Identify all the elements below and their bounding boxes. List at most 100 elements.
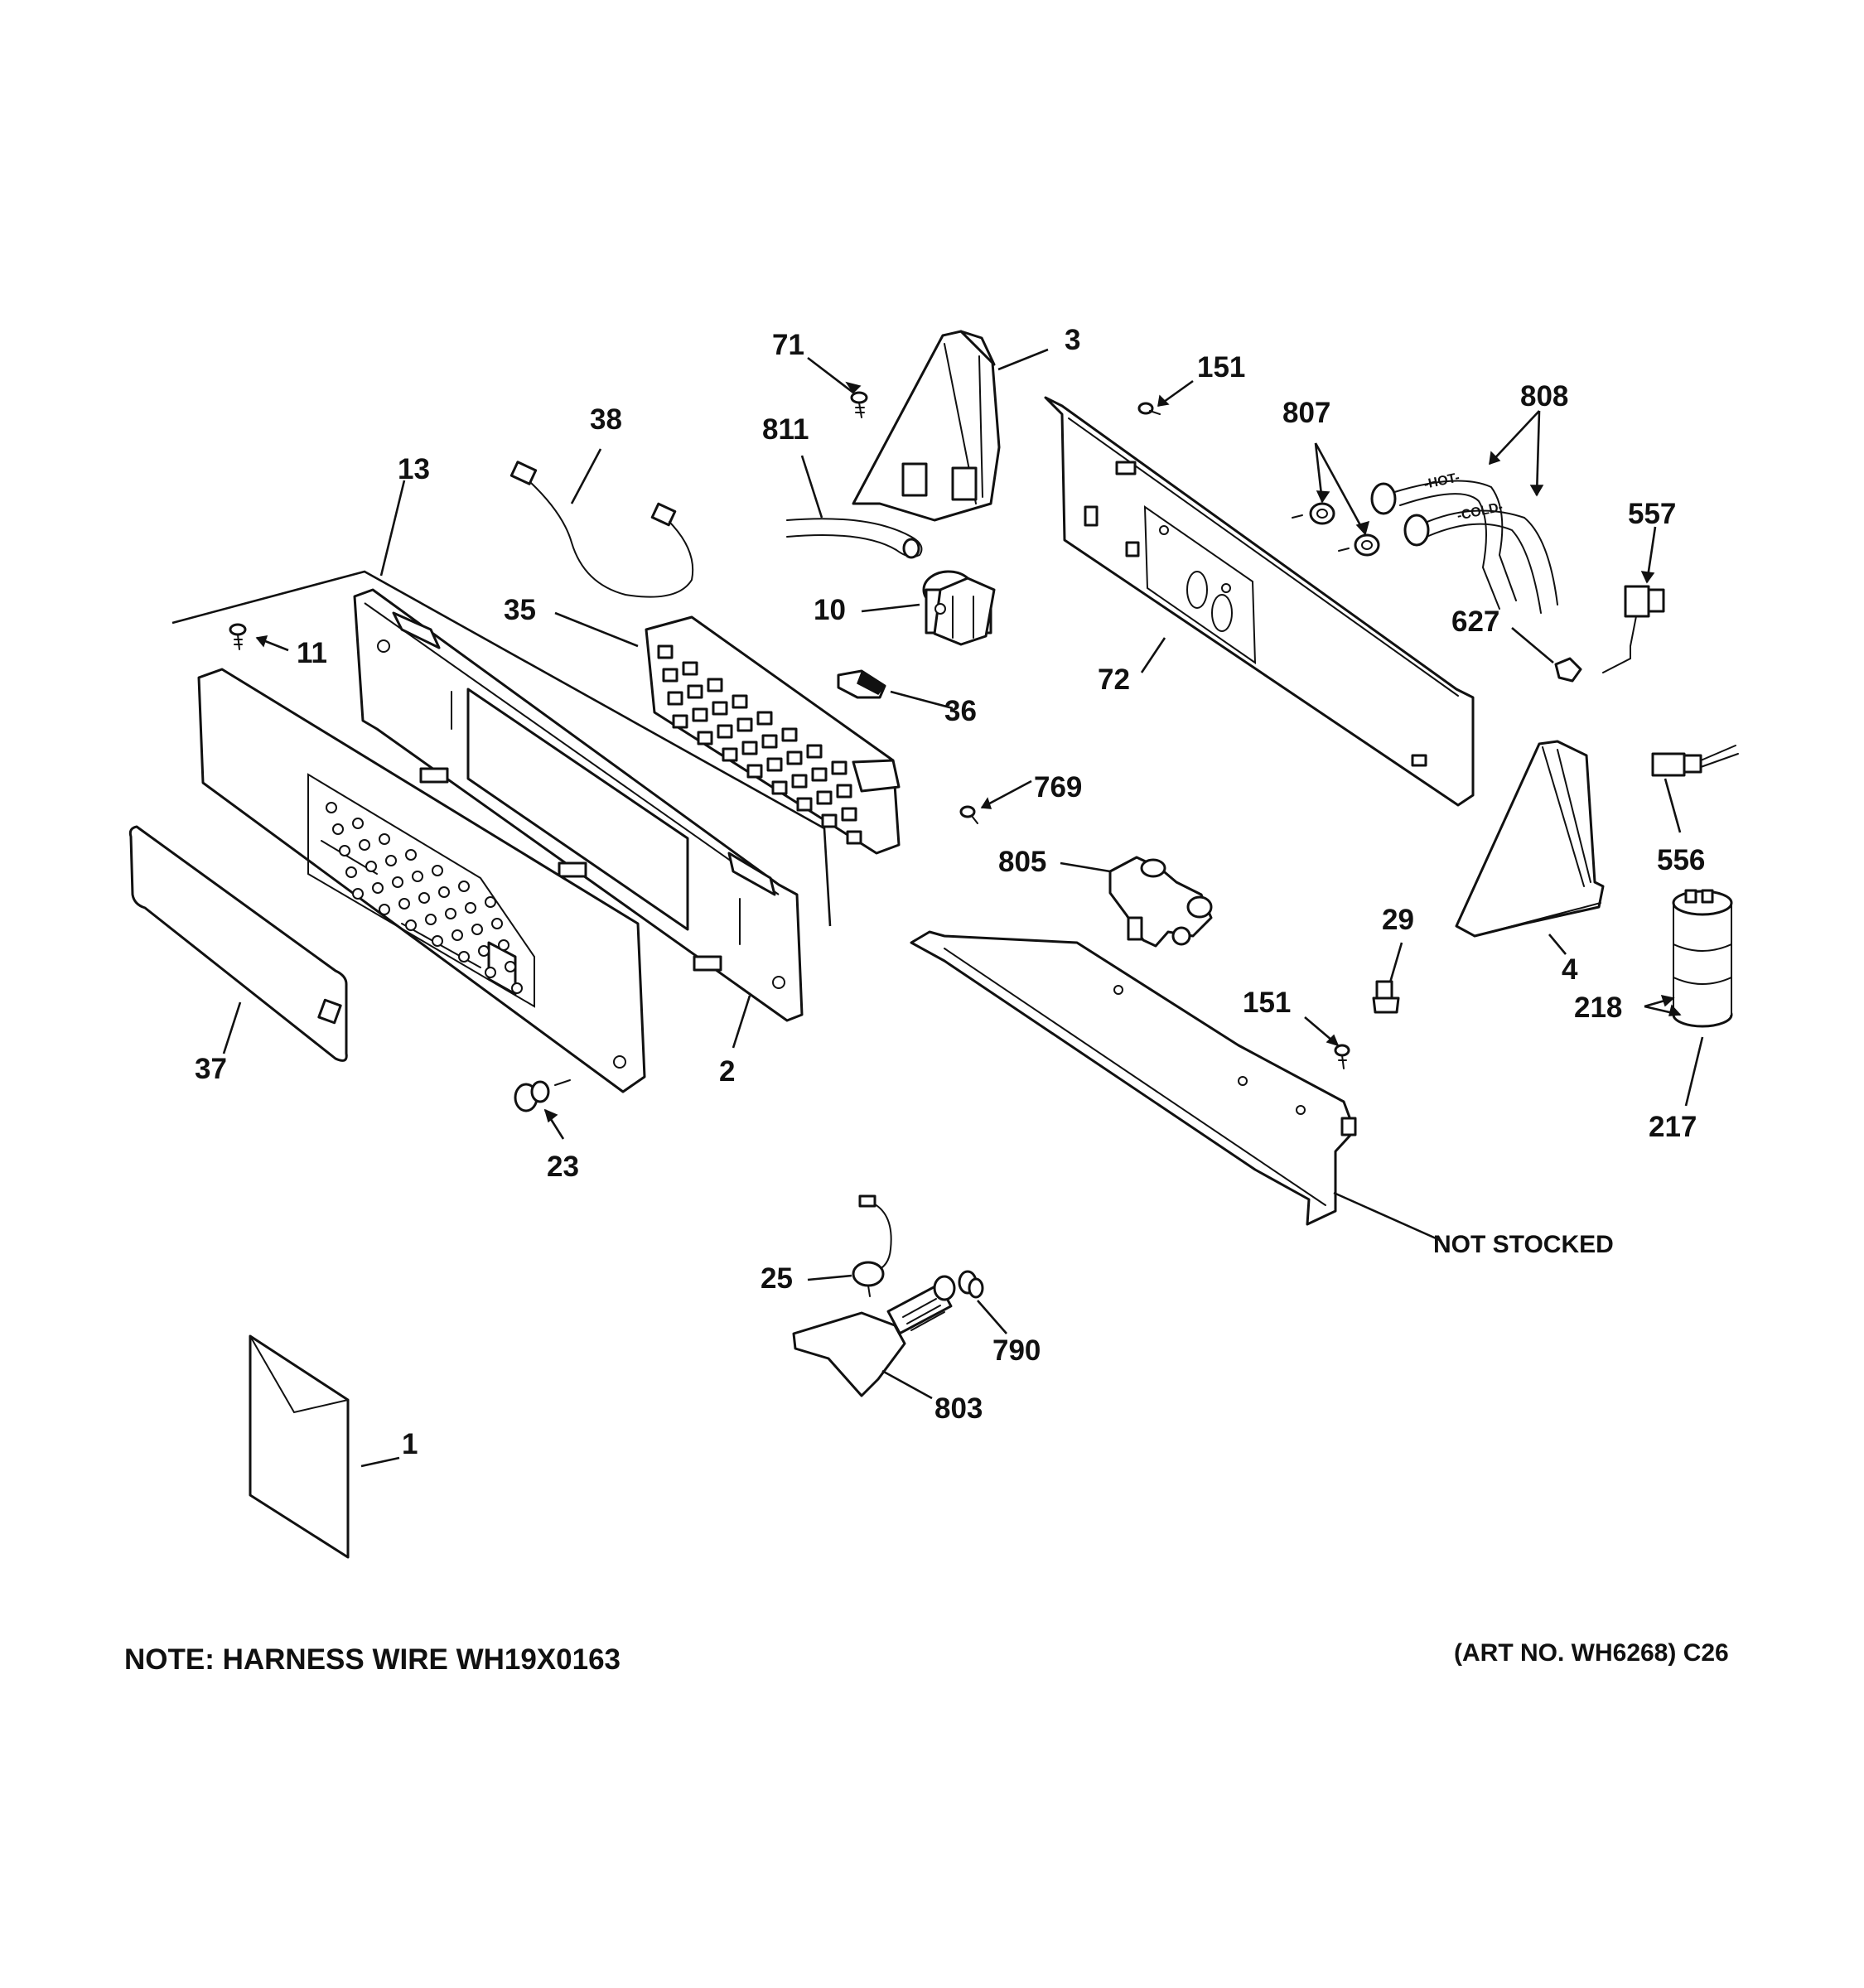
label-218: 218: [1574, 992, 1622, 1024]
panel-button: [405, 919, 417, 931]
screw-11: [229, 623, 247, 650]
panel-button: [465, 902, 476, 914]
board-cell: [682, 661, 698, 676]
board-cell: [831, 760, 847, 775]
label-790: 790: [992, 1334, 1041, 1367]
panel-outline-13: [171, 570, 832, 927]
label-807: 807: [1282, 397, 1330, 429]
panel-button: [352, 888, 364, 900]
board-cell: [736, 717, 753, 732]
panel-buttons: [326, 802, 523, 994]
label-37: 37: [195, 1053, 227, 1085]
label-25: 25: [761, 1262, 793, 1295]
board-cell: [657, 644, 674, 659]
water-valve-805: [1108, 856, 1213, 948]
label-769: 769: [1034, 771, 1082, 803]
label-808: 808: [1520, 380, 1568, 413]
backsplash-72: [1044, 396, 1475, 807]
board-cell: [781, 727, 798, 742]
board-cell: [771, 780, 788, 795]
connector-556: [1651, 745, 1739, 777]
panel-button: [372, 882, 384, 894]
label-23: 23: [547, 1151, 579, 1183]
end-cap-4: [1455, 740, 1605, 938]
board-cell: [786, 750, 803, 765]
panel-button: [392, 876, 403, 888]
board-cell: [741, 741, 758, 755]
label-3: 3: [1065, 324, 1080, 356]
board-cell: [732, 694, 748, 709]
nozzle-803: [792, 1275, 956, 1397]
label-11: 11: [297, 637, 327, 669]
label-557: 557: [1628, 498, 1676, 530]
screw-71: [850, 391, 868, 418]
panel-button: [345, 866, 357, 878]
screw-151-bottom: [1334, 1044, 1350, 1069]
wire-clip-557: [1602, 585, 1665, 673]
board-cell: [816, 790, 833, 805]
panel-button: [478, 945, 490, 957]
panel-button: [432, 865, 443, 876]
panel-button: [379, 904, 390, 915]
panel-button: [385, 855, 397, 866]
washers-807: [1292, 502, 1380, 557]
panel-button: [471, 924, 483, 935]
board-cell: [756, 711, 773, 726]
label-13: 13: [398, 453, 430, 485]
harness-note: NOTE: HARNESS WIRE WH19X0163: [124, 1643, 621, 1676]
label-556: 556: [1657, 844, 1705, 876]
pressure-switch-10: [922, 570, 996, 646]
board-cell: [836, 784, 852, 799]
board-cell: [846, 830, 862, 845]
screw-769: [959, 805, 978, 824]
panel-button: [418, 892, 430, 904]
board-cell: [697, 731, 713, 746]
label-10: 10: [814, 594, 846, 626]
clamp-790: [958, 1270, 984, 1299]
panel-button: [412, 871, 423, 882]
board-cell: [761, 734, 778, 749]
panel-button: [359, 839, 370, 851]
label-151-bottom: 151: [1243, 987, 1291, 1019]
panel-button: [379, 833, 390, 845]
fill-hoses-808: -HOT- -COLD-: [1370, 470, 1558, 614]
not-stocked-text: NOT STOCKED: [1433, 1231, 1614, 1258]
label-71: 71: [772, 329, 804, 361]
label-35: 35: [504, 594, 536, 626]
label-2: 2: [719, 1055, 735, 1088]
panel-button: [432, 935, 443, 947]
knob-23: [514, 1079, 571, 1112]
panel-button: [339, 845, 350, 856]
board-cell: [806, 744, 823, 759]
label-36: 36: [944, 695, 977, 727]
label-811: 811: [762, 413, 809, 446]
panel-button: [365, 861, 377, 872]
clip-36: [837, 669, 886, 699]
clip-29: [1372, 980, 1400, 1014]
end-cap-3: [852, 330, 1001, 522]
label-72: 72: [1098, 663, 1130, 696]
panel-button: [445, 908, 456, 919]
board-cell: [796, 797, 813, 812]
circuit-board-35: [645, 615, 901, 855]
label-29: 29: [1382, 904, 1414, 936]
label-805: 805: [998, 846, 1046, 878]
panel-button: [326, 802, 337, 813]
panel-button: [452, 929, 463, 941]
overlay-37: [128, 825, 348, 1062]
board-cell: [712, 701, 728, 716]
leader-lines: [222, 348, 1704, 1468]
panel-button: [425, 914, 437, 925]
panel-button: [405, 849, 417, 861]
board-cell: [841, 807, 857, 822]
hose-hot-text: -HOT-: [1422, 470, 1461, 492]
board-cell: [687, 684, 703, 699]
board-grid: [657, 644, 862, 845]
board-cell: [766, 757, 783, 772]
board-cell: [722, 747, 738, 762]
board-cell: [692, 707, 708, 722]
panel-button: [491, 918, 503, 929]
front-bracket-not-stocked: [910, 930, 1357, 1226]
thermistor-25: [852, 1194, 892, 1297]
